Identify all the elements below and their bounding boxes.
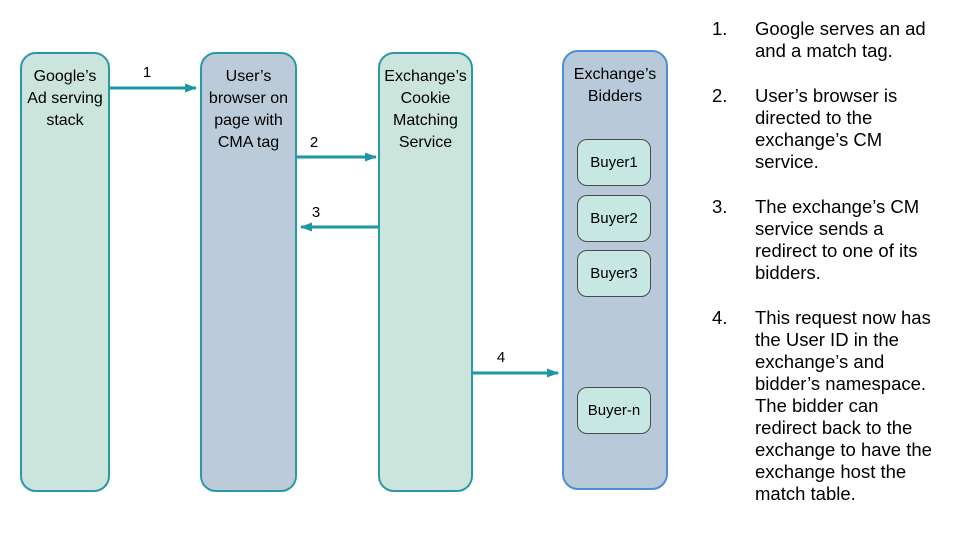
node-label-cookie-matching: Exchange’s Cookie Matching Service: [384, 68, 467, 151]
steps-list: 1. Google serves an ad and a match tag. …: [712, 18, 946, 528]
step-3-text: The exchange’s CM service sends a redire…: [755, 196, 920, 283]
step-1-text: Google serves an ad and a match tag.: [755, 18, 926, 61]
arrow-3-label: 3: [311, 204, 321, 221]
step-1-number: 1.: [712, 18, 728, 39]
step-2-number: 2.: [712, 85, 728, 106]
node-exchanges-bidders: Exchange’s Bidders Buyer1 Buyer2 Buyer3 …: [562, 50, 668, 490]
step-2-text: User’s browser is directed to the exchan…: [755, 85, 898, 172]
node-cookie-matching-service: Exchange’s Cookie Matching Service: [378, 52, 473, 492]
step-4-text: This request now has the User ID in the …: [755, 307, 932, 504]
step-4: 4. This request now has the User ID in t…: [712, 307, 946, 505]
buyer3-box: Buyer3: [577, 250, 651, 297]
step-3: 3. The exchange’s CM service sends a red…: [712, 196, 946, 284]
step-4-number: 4.: [712, 307, 728, 328]
node-label-users-browser: User’s browser on page with CMA tag: [208, 68, 289, 151]
node-label-bidders: Exchange’s Bidders: [573, 66, 657, 105]
step-2: 2. User’s browser is directed to the exc…: [712, 85, 946, 173]
arrow-2-label: 2: [309, 134, 319, 151]
step-1: 1. Google serves an ad and a match tag.: [712, 18, 946, 62]
step-3-number: 3.: [712, 196, 728, 217]
buyer3-label: Buyer3: [590, 265, 638, 282]
buyer1-label: Buyer1: [590, 154, 638, 171]
node-google-ad-serving-stack: Google’s Ad serving stack: [20, 52, 110, 492]
arrow-4-label: 4: [496, 349, 506, 366]
buyer2-label: Buyer2: [590, 210, 638, 227]
buyer-n-label: Buyer-n: [587, 402, 641, 419]
buyer1-box: Buyer1: [577, 139, 651, 186]
node-users-browser: User’s browser on page with CMA tag: [200, 52, 297, 492]
node-label-google: Google’s Ad serving stack: [27, 68, 103, 129]
arrow-1-label: 1: [142, 64, 152, 81]
buyer2-box: Buyer2: [577, 195, 651, 242]
buyer-n-box: Buyer-n: [577, 387, 651, 434]
